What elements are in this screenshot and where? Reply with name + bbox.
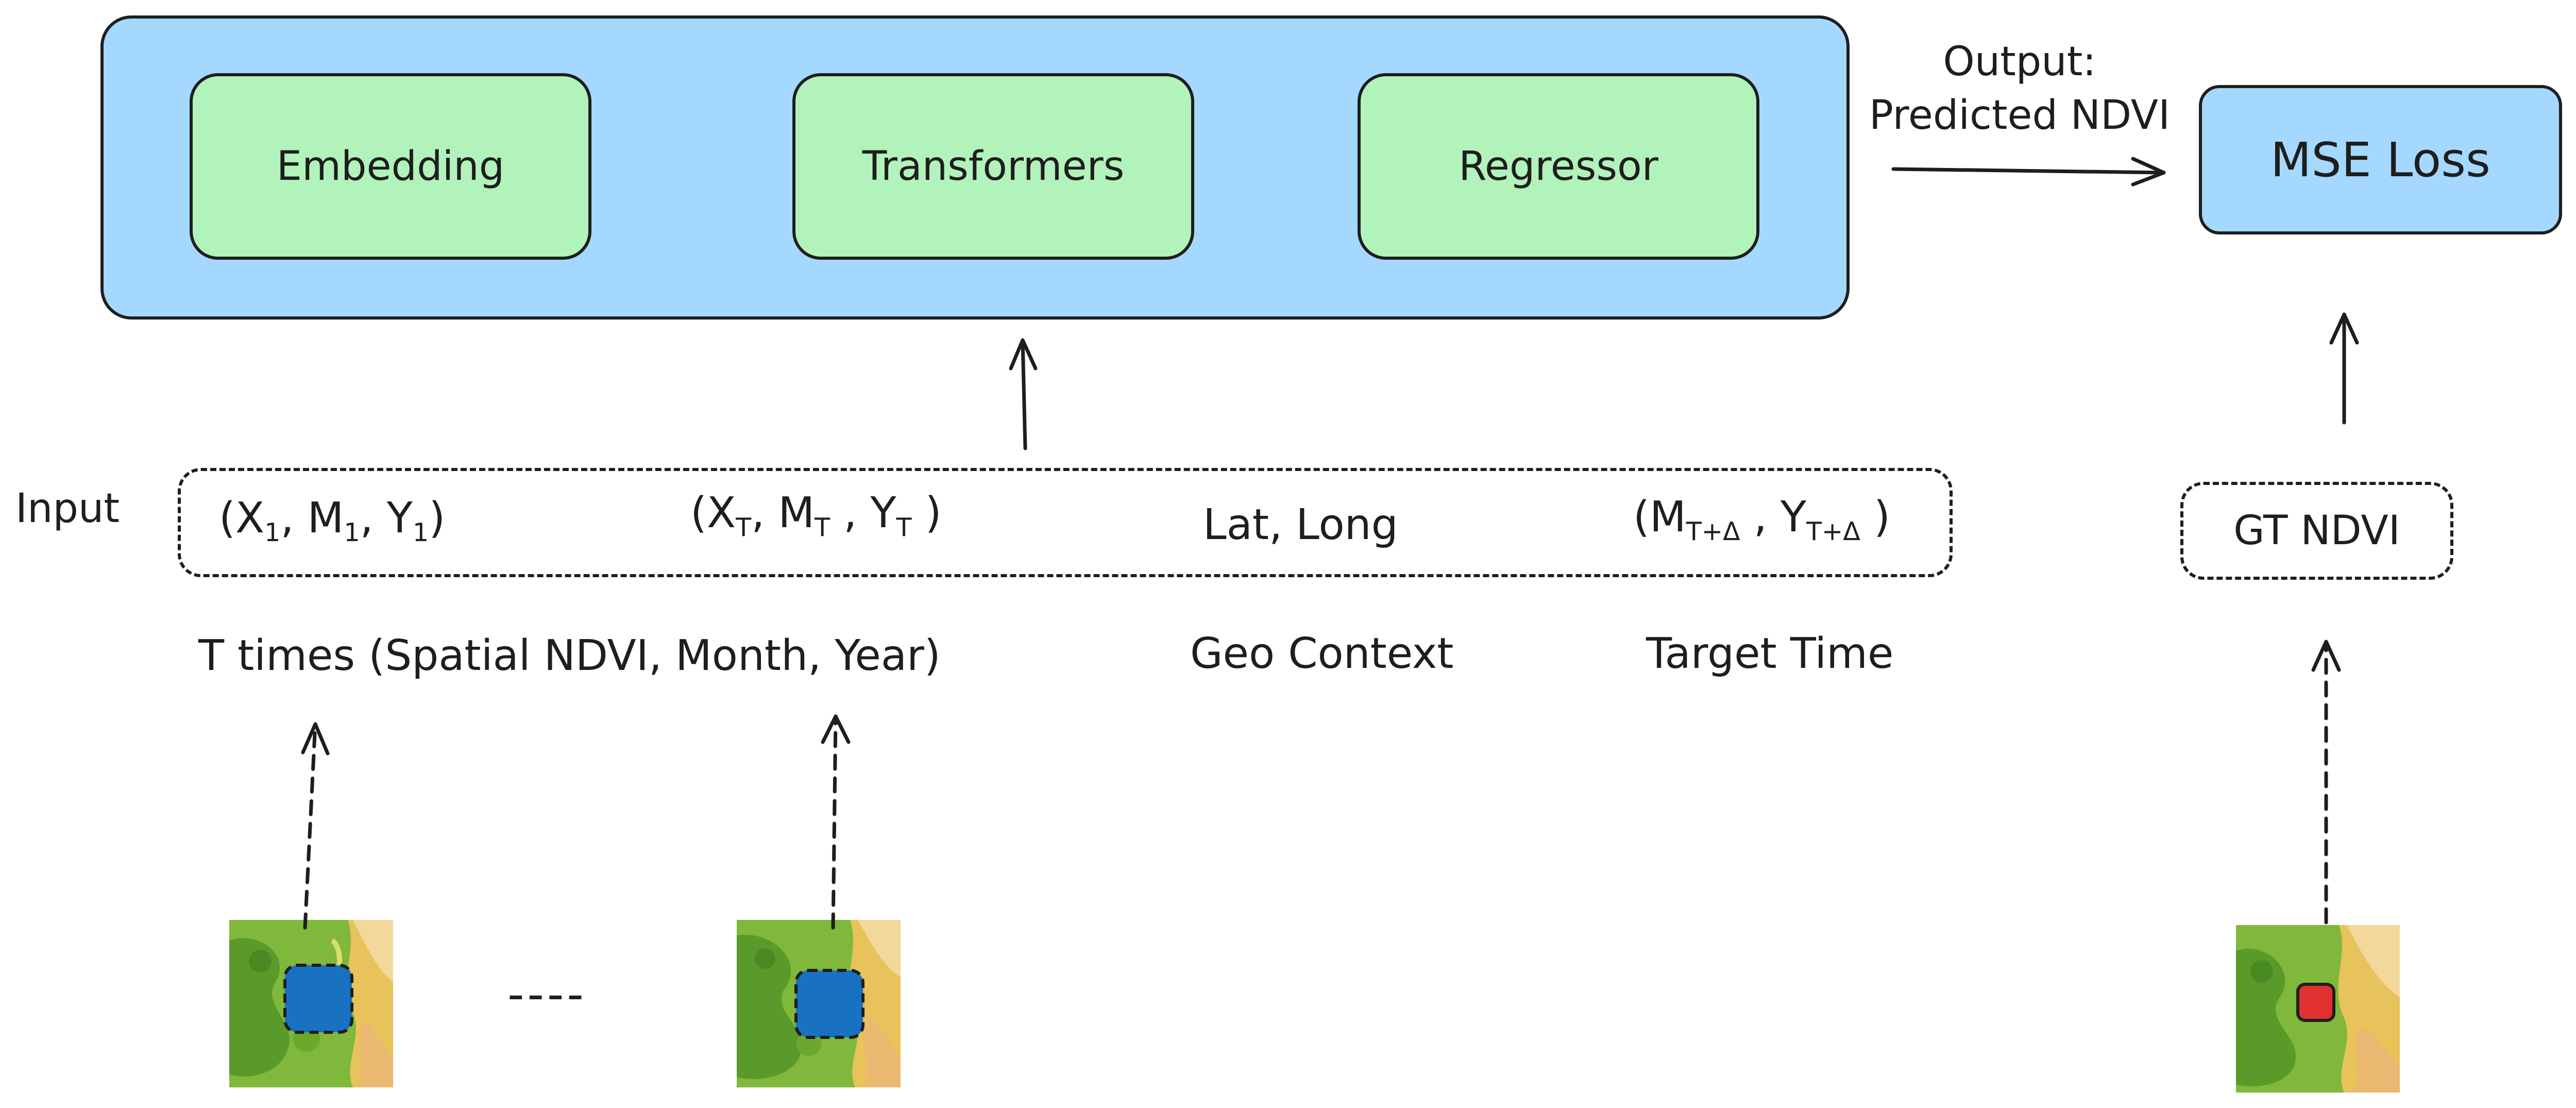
dashed-arrow-first-thumbnail xyxy=(303,722,317,930)
arrow-input-to-model xyxy=(1009,338,1038,450)
input-first-tuple: (X1, M1, Y1) xyxy=(219,494,446,548)
arrow-gt-to-loss xyxy=(2329,312,2359,425)
input-box xyxy=(178,468,1953,577)
mse-loss-box: MSE Loss xyxy=(2199,85,2562,234)
dashed-arrow-last-thumbnail xyxy=(831,714,838,930)
arrowhead-last-thumbnail xyxy=(821,714,851,744)
output-label: Output: Predicted NDVI xyxy=(1855,35,2184,142)
input-label: Input xyxy=(15,485,120,532)
regressor-block: Regressor xyxy=(1358,73,1759,260)
transformers-block: Transformers xyxy=(792,73,1194,260)
regressor-label: Regressor xyxy=(1459,143,1658,190)
mse-loss-label: MSE Loss xyxy=(2270,132,2490,188)
embedding-block: Embedding xyxy=(190,73,591,260)
transformers-label: Transformers xyxy=(862,143,1125,190)
ndvi-map-thumbnail-target xyxy=(2236,925,2400,1093)
gt-ndvi-label: GT NDVI xyxy=(2233,508,2400,554)
ellipsis: ---- xyxy=(507,967,587,1021)
output-label-line1: Output: xyxy=(1943,39,2096,85)
caption-target: Target Time xyxy=(1646,629,1894,678)
arrowhead-first-thumbnail xyxy=(301,722,330,756)
input-geo: Lat, Long xyxy=(1203,500,1398,549)
ndvi-map-thumbnail-last xyxy=(737,920,901,1087)
input-last-tuple: (XT, MT , YT ) xyxy=(690,489,942,543)
gt-ndvi-box: GT NDVI xyxy=(2180,482,2453,580)
arrow-output-to-loss xyxy=(1891,157,2166,187)
caption-times: T times (Spatial NDVI, Month, Year) xyxy=(198,631,941,680)
embedding-label: Embedding xyxy=(276,143,505,190)
caption-geo: Geo Context xyxy=(1190,629,1454,678)
output-label-line2: Predicted NDVI xyxy=(1869,92,2171,139)
input-target-tuple: (MT+Δ , YT+Δ ) xyxy=(1633,493,1890,547)
ndvi-map-thumbnail-first xyxy=(229,920,393,1087)
arrowhead-target-thumbnail xyxy=(2311,640,2341,672)
